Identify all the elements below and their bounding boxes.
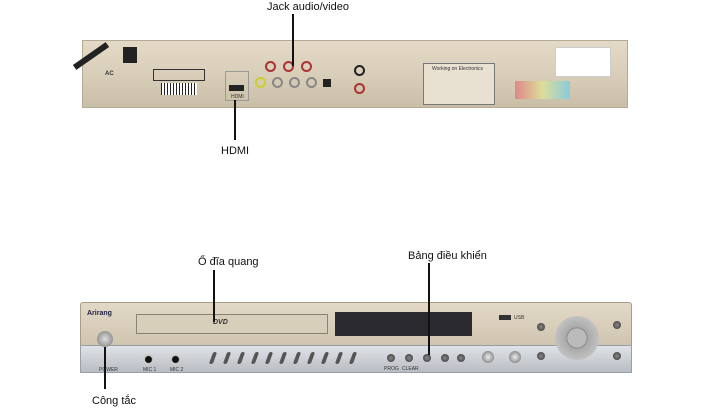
mic2-text: MIC 2 — [170, 367, 184, 373]
hdmi-text: HDMI — [231, 94, 244, 100]
number-key[interactable] — [236, 352, 246, 364]
barcode — [161, 83, 197, 95]
control-button[interactable] — [441, 354, 449, 362]
volume-knob[interactable] — [482, 351, 494, 363]
control-button[interactable] — [423, 354, 431, 362]
rca-jack — [272, 77, 283, 88]
spec-label: Working on Electronics — [423, 63, 495, 105]
mic1-jack — [143, 354, 154, 365]
number-key[interactable] — [320, 352, 330, 364]
control-button[interactable] — [537, 352, 545, 360]
control-button[interactable] — [537, 323, 545, 331]
navigation-dial[interactable] — [555, 316, 599, 360]
rca-jack — [354, 65, 365, 76]
number-key[interactable] — [348, 352, 358, 364]
control-panel-pointer-line — [428, 263, 430, 355]
power-cord — [72, 42, 110, 70]
number-key[interactable] — [208, 352, 218, 364]
power-pointer-line — [104, 347, 106, 389]
display-panel — [335, 312, 472, 336]
number-key[interactable] — [278, 352, 288, 364]
number-key[interactable] — [292, 352, 302, 364]
spec-label-title: Working on Electronics — [432, 66, 484, 72]
rca-jack — [354, 83, 365, 94]
number-key[interactable] — [334, 352, 344, 364]
usb-port — [499, 315, 511, 320]
number-key[interactable] — [264, 352, 274, 364]
power-text: POWER — [99, 367, 118, 373]
hdmi-label: HDMI — [221, 145, 250, 157]
control-panel-label: Bảng điều khiển — [408, 250, 487, 262]
drive-pointer-line — [213, 270, 215, 322]
front-panel-bottom: POWER MIC 1 MIC 2 PROG CLEAR — [80, 345, 632, 373]
brand-logo: Arirang — [87, 310, 112, 317]
clear-button[interactable] — [405, 354, 413, 362]
warning-label — [153, 69, 205, 81]
power-button[interactable] — [97, 331, 113, 347]
control-button[interactable] — [613, 321, 621, 329]
control-button[interactable] — [613, 352, 621, 360]
optical-port — [323, 79, 331, 87]
number-key[interactable] — [250, 352, 260, 364]
number-key[interactable] — [222, 352, 232, 364]
hologram-sticker — [515, 81, 570, 99]
rca-jack — [301, 61, 312, 72]
usb-text: USB — [514, 315, 525, 321]
control-button[interactable] — [457, 354, 465, 362]
dvd-logo: DVD — [213, 319, 228, 326]
optical-drive-label: Ổ đĩa quang — [198, 256, 259, 268]
rca-jack — [265, 61, 276, 72]
ac-text: AC — [105, 71, 114, 77]
prog-button[interactable] — [387, 354, 395, 362]
mic1-text: MIC 1 — [143, 367, 157, 373]
power-switch-label: Công tắc — [92, 395, 137, 407]
rca-jack — [255, 77, 266, 88]
number-key[interactable] — [306, 352, 316, 364]
power-plug — [123, 47, 137, 63]
white-sticker — [555, 47, 611, 77]
hdmi-port-area: HDMI — [225, 71, 249, 101]
rca-jack — [289, 77, 300, 88]
clear-text: CLEAR — [402, 366, 419, 372]
rca-jack — [306, 77, 317, 88]
front-panel-top: Arirang DVD USB — [80, 302, 632, 346]
volume-knob[interactable] — [509, 351, 521, 363]
prog-text: PROG — [384, 366, 399, 372]
hdmi-pointer-line — [234, 100, 236, 140]
disc-tray: DVD — [136, 314, 328, 334]
back-panel: AC HDMI Working on Electronics — [72, 40, 628, 108]
jack-pointer-line — [292, 14, 294, 66]
jack-av-label: Jack audio/video — [267, 1, 349, 13]
hdmi-port — [229, 85, 244, 91]
mic2-jack — [170, 354, 181, 365]
rca-jack — [283, 61, 294, 72]
